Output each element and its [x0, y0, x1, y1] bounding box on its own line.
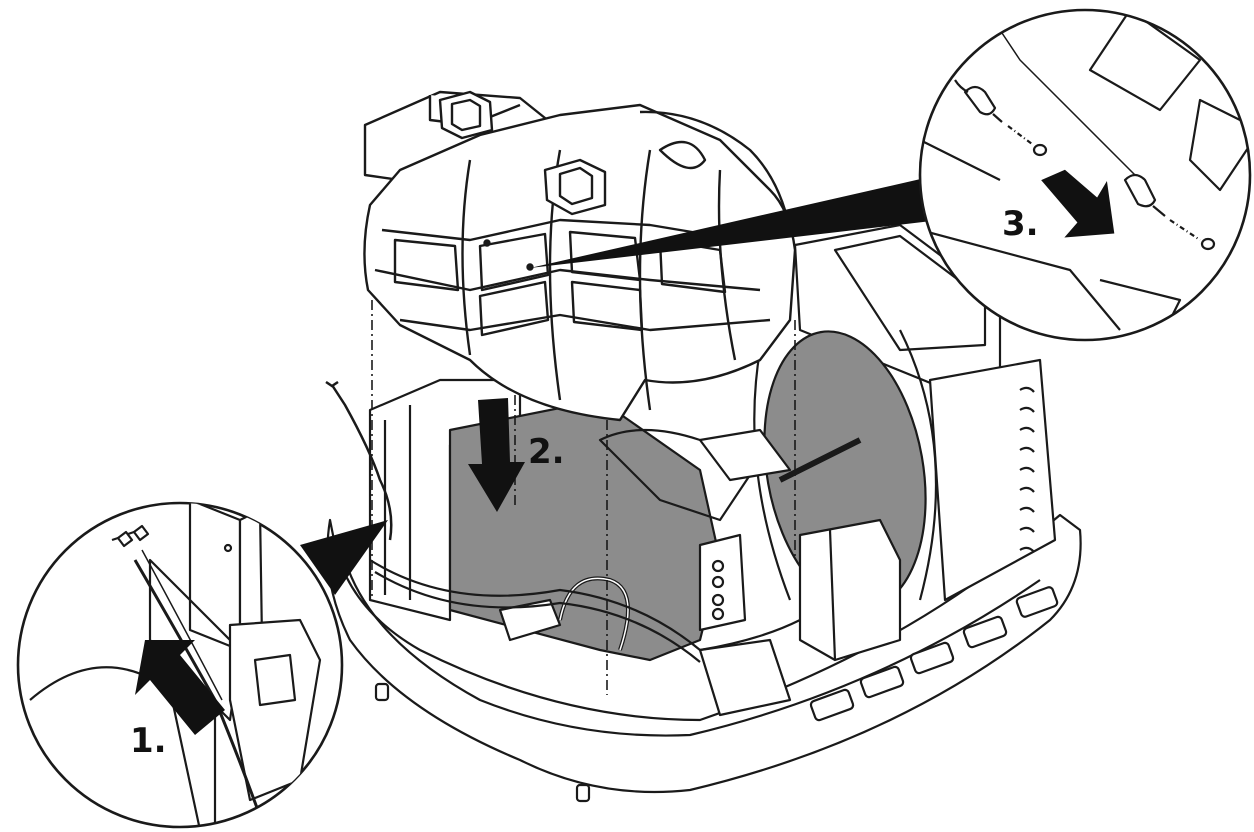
detail-circle-step1 — [16, 501, 344, 829]
sensor-cable — [325, 380, 393, 541]
step-1-label: 1. — [130, 721, 167, 761]
base-unit — [326, 223, 1082, 803]
callout-pointer-top — [530, 178, 940, 268]
step-3-label: 3. — [1002, 204, 1039, 244]
step-2-label: 2. — [528, 432, 565, 472]
alignment-lines — [371, 300, 796, 695]
top-cover — [363, 90, 797, 422]
arrow-down-icon — [468, 398, 525, 512]
callout-pointer-bottom — [300, 520, 388, 595]
arrow-right-down-icon — [1041, 169, 1115, 238]
arrow-up-left-icon — [135, 640, 225, 735]
detail-circle-step3 — [918, 8, 1252, 342]
